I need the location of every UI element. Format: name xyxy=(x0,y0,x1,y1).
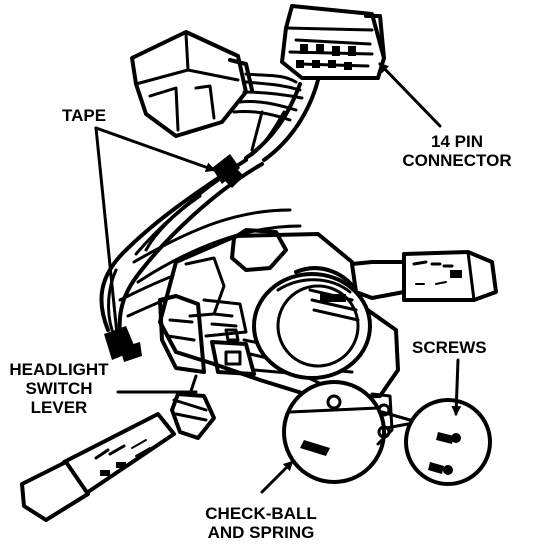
headlight-label: HEADLIGHT SWITCH LEVER xyxy=(0,360,118,417)
turn-signal-lever xyxy=(350,250,498,302)
screws-label: SCREWS xyxy=(412,338,487,357)
rotating-drum xyxy=(252,266,372,380)
screws-arrow xyxy=(451,358,462,416)
wire-harness xyxy=(99,72,320,336)
connector-label-line2: CONNECTOR xyxy=(402,151,512,170)
tape-arrow-upper xyxy=(94,126,216,173)
checkball-label: CHECK-BALL AND SPRING xyxy=(186,504,336,542)
secondary-connector xyxy=(130,30,254,138)
tape-wraps xyxy=(104,154,244,362)
checkball-label-line1: CHECK-BALL xyxy=(205,504,317,523)
checkball-inset xyxy=(282,380,394,484)
connector-label: 14 PIN CONNECTOR xyxy=(392,132,522,170)
tape-label: TAPE xyxy=(62,106,107,125)
tape-arrow-lower xyxy=(94,126,123,346)
screws-inset xyxy=(380,398,492,486)
headlight-label-line2: SWITCH xyxy=(25,379,93,398)
connector-arrow xyxy=(378,62,442,128)
checkball-arrow xyxy=(260,460,294,494)
headlight-label-line3: LEVER xyxy=(30,398,88,417)
headlight-label-line1: HEADLIGHT xyxy=(9,360,109,379)
leader-arrows xyxy=(94,62,462,494)
checkball-label-line2: AND SPRING xyxy=(207,523,315,542)
fourteen-pin-connector xyxy=(280,4,386,80)
connector-label-line1: 14 PIN xyxy=(431,132,483,151)
headlight-lever xyxy=(20,374,216,522)
